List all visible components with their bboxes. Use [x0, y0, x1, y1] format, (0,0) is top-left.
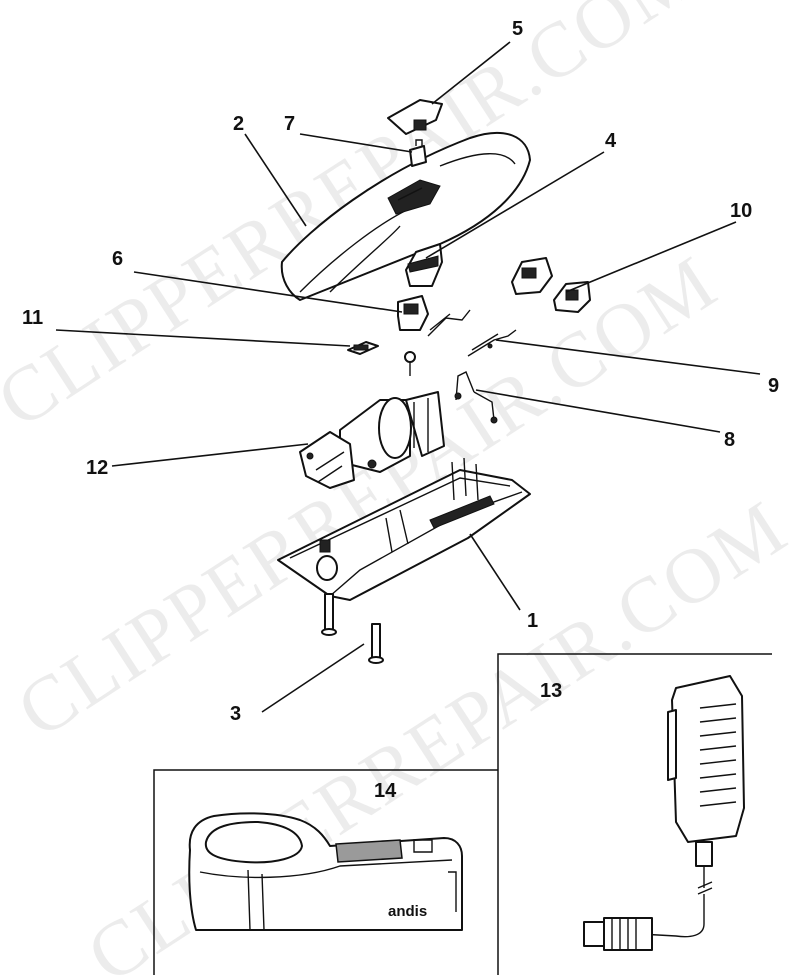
- contact-pieces: [511, 257, 591, 313]
- brand-logo: andis: [388, 903, 427, 920]
- callout-9: 9: [768, 375, 779, 397]
- charger-panel: [497, 653, 772, 975]
- screw: [404, 351, 416, 376]
- housing-screws: [321, 593, 384, 664]
- stand-panel: andis: [153, 769, 498, 975]
- callout-3: 3: [230, 703, 241, 725]
- callout-8: 8: [724, 429, 735, 451]
- bottom-housing: [277, 457, 531, 601]
- switch-bracket: [397, 295, 471, 337]
- small-latch: [347, 341, 379, 355]
- callout-11: 11: [22, 307, 43, 329]
- callout-12: 12: [86, 457, 108, 479]
- callout-10: 10: [730, 200, 752, 222]
- contact-spring: [467, 329, 517, 357]
- charger-vents: [699, 703, 737, 807]
- small-clip: [409, 139, 427, 167]
- callout-5: 5: [512, 18, 523, 40]
- leader-lines: [55, 41, 761, 713]
- callout-1: 1: [527, 610, 538, 632]
- callout-7: 7: [284, 113, 295, 135]
- callout-14: 14: [374, 780, 397, 802]
- callout-6: 6: [112, 248, 123, 270]
- callout-numbers: 1 2 3 4 5 6 7 8 9 10 11 12 13 14: [22, 18, 779, 802]
- top-housing: [280, 131, 531, 301]
- callout-13: 13: [540, 680, 562, 702]
- callout-2: 2: [233, 113, 244, 135]
- switch-knob: [387, 99, 443, 135]
- callout-4: 4: [605, 130, 617, 152]
- terminal-leads: [454, 371, 498, 424]
- motor-assembly: [299, 391, 445, 489]
